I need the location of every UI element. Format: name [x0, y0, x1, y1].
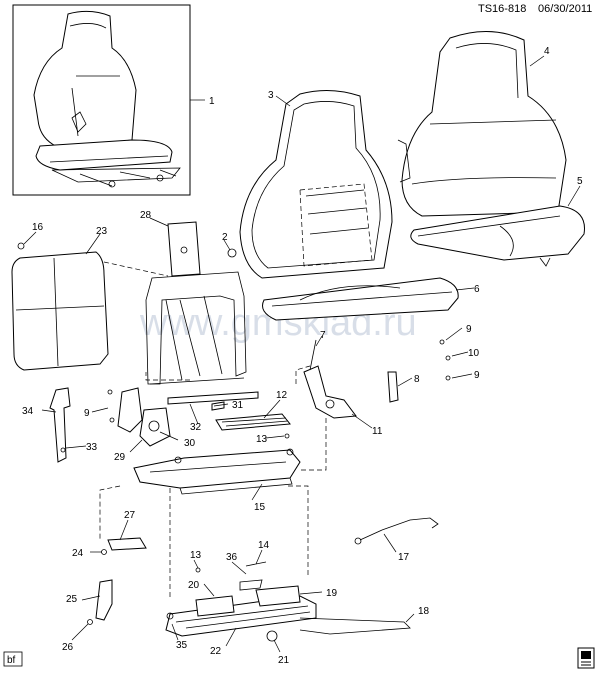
callout-26: 26 — [62, 642, 74, 653]
seatback-rear-cover — [397, 30, 567, 217]
callout-1: 1 — [209, 96, 215, 107]
book-icon — [577, 647, 595, 669]
callout-18: 18 — [418, 606, 430, 617]
callout-14: 14 — [258, 540, 270, 551]
callout-30: 30 — [184, 438, 196, 449]
callout-36: 36 — [226, 552, 238, 563]
assembly-guides — [99, 261, 327, 598]
callout-15: 15 — [254, 502, 266, 513]
callout-34: 34 — [22, 406, 34, 417]
bolt-24 — [101, 549, 107, 555]
callout-23: 23 — [96, 226, 108, 237]
callout-22: 22 — [210, 646, 222, 657]
recliner-left-bracket — [49, 387, 71, 463]
callout-3: 3 — [268, 90, 274, 101]
callout-9-upper: 9 — [466, 324, 472, 335]
release-cable — [359, 517, 439, 541]
screw-16 — [17, 242, 25, 250]
callout-27: 27 — [124, 510, 136, 521]
callout-19: 19 — [326, 588, 338, 599]
callout-4: 4 — [544, 46, 550, 57]
belt-buckle — [87, 579, 113, 625]
diagram-ref: TS16-818 — [478, 3, 526, 15]
callout-17: 17 — [398, 552, 410, 563]
callout-9-lower: 9 — [474, 370, 480, 381]
callout-11: 11 — [372, 426, 383, 437]
cross-rod — [167, 391, 259, 405]
callout-16: 16 — [32, 222, 44, 233]
callout-12: 12 — [276, 390, 288, 401]
diagram-date: 06/30/2011 — [538, 3, 592, 15]
recliner-mechanism — [107, 387, 171, 447]
callout-33: 33 — [86, 442, 98, 453]
callout-25: 25 — [66, 594, 78, 605]
callout-10: 10 — [468, 348, 480, 359]
suspension-mat — [211, 401, 291, 431]
callout-21: 21 — [278, 655, 290, 666]
seatback-frame — [145, 221, 247, 385]
seatback-rear-panel — [11, 251, 109, 371]
callout-28: 28 — [140, 210, 152, 221]
callout-13-lower: 13 — [190, 550, 202, 561]
callout-35: 35 — [176, 640, 188, 651]
seat-cushion-pad — [262, 277, 459, 321]
svg-text:bf: bf — [7, 655, 16, 666]
callout-2: 2 — [222, 232, 228, 243]
seat-adjuster — [165, 561, 411, 642]
seat-cushion-cover — [410, 205, 585, 267]
callout-8: 8 — [414, 374, 420, 385]
corner-tag: bf — [3, 651, 23, 667]
seat-pan — [133, 448, 301, 495]
leader-lines — [23, 55, 581, 653]
callout-32: 32 — [190, 422, 202, 433]
seatback-cover — [239, 90, 393, 279]
callout-13-upper: 13 — [256, 434, 268, 445]
callout-29: 29 — [114, 452, 126, 463]
callout-6: 6 — [474, 284, 480, 295]
callout-31: 31 — [232, 400, 244, 411]
clip-2 — [227, 248, 237, 258]
bolt-13-upper — [284, 433, 290, 439]
recliner-right — [303, 339, 451, 419]
complete-seat-inset — [12, 4, 191, 196]
bracket-27 — [107, 537, 147, 551]
callout-24: 24 — [72, 548, 84, 559]
callout-9-left: 9 — [84, 408, 90, 419]
callout-7: 7 — [320, 330, 326, 341]
callout-5: 5 — [577, 176, 583, 187]
callout-labels: 1 2 3 4 5 6 7 8 9 9 9 10 11 12 13 13 14 … — [22, 46, 583, 666]
callout-20: 20 — [188, 580, 200, 591]
